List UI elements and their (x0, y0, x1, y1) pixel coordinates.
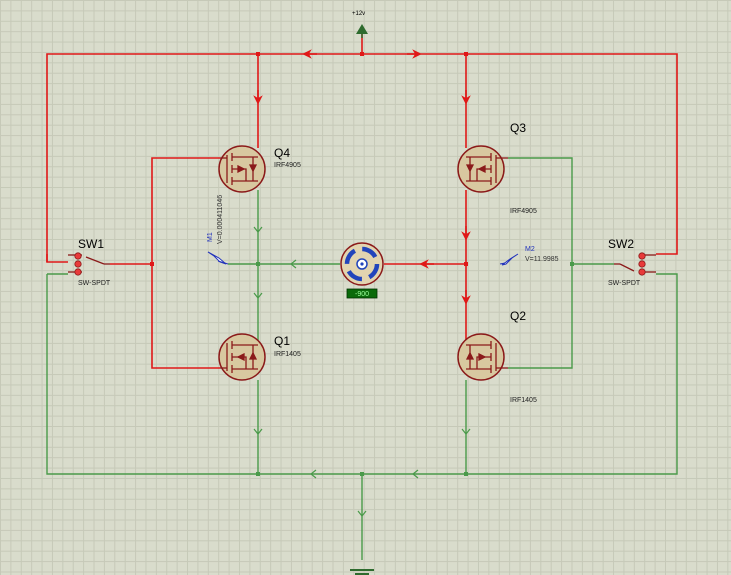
p-channel-icon (220, 153, 258, 185)
probe-icon (501, 253, 519, 266)
m2-name: M2 (525, 246, 535, 253)
spdt-switch-icon (68, 252, 110, 276)
sw1-high-wire (46, 254, 68, 263)
power-arrow-icon (356, 24, 368, 34)
spdt-switch-icon (614, 252, 656, 276)
mosfet-q2[interactable]: Q2 IRF1405 (457, 309, 537, 404)
p-channel-icon (465, 153, 508, 185)
n-channel-icon (220, 341, 258, 373)
power-label: +12v (352, 11, 365, 17)
low-flow-arrows (253, 226, 471, 517)
m1-name: M1 (207, 232, 214, 242)
motor-readout-value: -900 (355, 291, 369, 298)
junctions (150, 52, 574, 476)
sw2-part: SW-SPDT (608, 280, 641, 287)
m2-value: V=11.9985 (525, 256, 559, 263)
q4-gate-wire (151, 157, 220, 264)
sw1-label: SW1 (78, 237, 104, 251)
mosfet-q4[interactable]: Q4 IRF4905 (218, 145, 301, 193)
q2-gate-wire (508, 264, 573, 369)
probe-m2[interactable]: M2 V=11.9985 (499, 246, 559, 266)
probe-m1[interactable]: M1 V=0.000411046 (207, 195, 229, 265)
high-side-wires (46, 34, 678, 369)
q3-gate-wire (508, 157, 573, 264)
q1-gate-wire (151, 264, 220, 369)
sw1-part: SW-SPDT (78, 280, 111, 287)
switch-sw2[interactable]: SW2 SW-SPDT (608, 237, 656, 287)
q1-label: Q1 (274, 334, 290, 348)
q3-part: IRF4905 (510, 208, 537, 215)
mosfet-q1[interactable]: Q1 IRF1405 (218, 333, 301, 381)
ground-terminal[interactable] (350, 569, 374, 575)
dc-motor[interactable]: -900 (340, 242, 384, 299)
q4-label: Q4 (274, 146, 290, 160)
top-rail-wire (46, 53, 678, 262)
motor-readout (346, 288, 378, 299)
q2-part: IRF1405 (510, 397, 537, 404)
mosfet-q3[interactable]: Q3 IRF4905 (457, 121, 537, 215)
q2-label: Q2 (510, 309, 526, 323)
sw2-label: SW2 (608, 237, 634, 251)
m1-value: V=0.000411046 (217, 195, 224, 244)
bottom-rail-wire (46, 273, 678, 475)
q4-part: IRF4905 (274, 162, 301, 169)
power-terminal[interactable]: +12v (352, 11, 368, 38)
switch-sw1[interactable]: SW1 SW-SPDT (68, 237, 111, 287)
low-side-wires (46, 157, 678, 560)
q1-part: IRF1405 (274, 351, 301, 358)
q3-label: Q3 (510, 121, 526, 135)
n-channel-icon (465, 341, 508, 373)
